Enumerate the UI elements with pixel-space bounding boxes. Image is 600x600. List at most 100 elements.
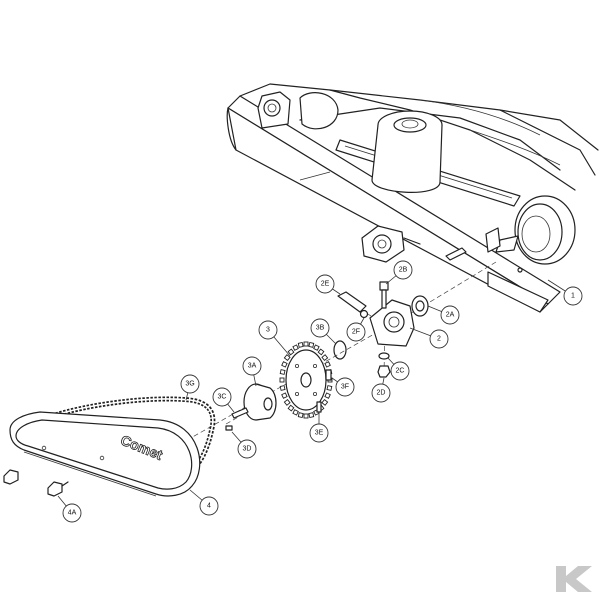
callout-circle-c3f <box>335 377 355 397</box>
callout-label-c4a: 4A <box>68 510 77 517</box>
sprocket-tooth <box>308 341 315 348</box>
callout-circle-c3g <box>180 374 200 394</box>
callout-circle-c2e <box>315 274 335 294</box>
sprocket-tooth <box>303 413 309 419</box>
callout-c3: 3 <box>258 320 278 340</box>
sprocket-tooth <box>324 361 331 368</box>
sprocket-tooth <box>313 344 320 351</box>
callout-c4: 4 <box>199 496 219 516</box>
callout-circle-c2 <box>429 329 449 349</box>
bearing-assembly-2 <box>369 299 415 347</box>
sprocket-tooth <box>292 344 299 351</box>
callout-circle-c3e <box>309 423 329 443</box>
callout-label-c2c: 2C <box>396 368 405 375</box>
sprocket-tooth <box>297 412 304 419</box>
callout-labels: 1 2 2A 2B 2C 2D 2E 2F 3 3A 3B 3C 3D 3E 3F 3G 4 4A <box>62 260 583 523</box>
callout-c2c: 2C <box>390 361 410 381</box>
callout-c2a: 2A <box>440 305 460 325</box>
k-logo-watermark <box>556 566 592 592</box>
bolt-3e <box>316 401 322 413</box>
callout-circle-c3d <box>237 439 257 459</box>
callout-label-c3b: 3B <box>316 325 325 332</box>
callout-c3e: 3E <box>309 423 329 443</box>
callout-label-c3f: 3F <box>341 384 349 391</box>
sprocket-tooth <box>297 341 304 348</box>
sprocket-tooth <box>324 392 331 399</box>
callout-c3f: 3F <box>335 377 355 397</box>
callout-label-c3a: 3A <box>248 363 257 370</box>
callout-circle-c2d <box>371 383 391 403</box>
callout-label-c2d: 2D <box>377 390 386 397</box>
callout-c2f: 2F <box>346 322 366 342</box>
callout-label-c3d: 3D <box>243 446 252 453</box>
callout-circle-c3a <box>242 356 262 376</box>
rear-hub <box>495 195 576 265</box>
callout-c2: 2 <box>429 329 449 349</box>
sprocket-tooth <box>279 377 285 383</box>
callout-c3a: 3A <box>242 356 262 376</box>
sprocket-tooth <box>281 361 288 368</box>
callout-c3g: 3G <box>180 374 200 394</box>
sprocket-tooth <box>279 385 286 391</box>
snap-ring-3b <box>333 340 347 360</box>
callout-label-c2e: 2E <box>321 281 330 288</box>
screw-4a-left <box>3 469 19 485</box>
key-3c <box>231 407 249 419</box>
callout-label-c2b: 2B <box>399 267 408 274</box>
sprocket-tooth <box>326 385 333 391</box>
sprocket-3 <box>279 341 333 419</box>
sprocket-tooth <box>279 369 286 375</box>
sprocket-tooth <box>281 392 288 399</box>
sprocket-tooth <box>283 354 291 362</box>
callout-c2b: 2B <box>393 260 413 280</box>
callout-circle-c3b <box>310 318 330 338</box>
callout-c1: 1 <box>563 286 583 306</box>
callout-circle-c2c <box>390 361 410 381</box>
callout-circle-c3c <box>212 387 232 407</box>
callout-label-c2: 2 <box>437 336 441 343</box>
hub-3a <box>243 383 277 421</box>
callout-c3b: 3B <box>310 318 330 338</box>
bolt-3f <box>325 369 332 381</box>
callout-label-c3e: 3E <box>315 430 324 437</box>
sprocket-tooth <box>283 398 291 406</box>
sprocket-tooth <box>287 404 295 412</box>
chain-guard-4: Comet <box>9 411 201 497</box>
sprocket-tooth <box>308 412 315 419</box>
washer-2c <box>378 352 390 360</box>
sprocket-tooth <box>303 341 309 347</box>
frame-assembly <box>226 83 599 313</box>
washer-2f <box>359 309 369 319</box>
callout-label-c4: 4 <box>207 503 211 510</box>
callout-label-c3c: 3C <box>218 394 227 401</box>
drive-chain-3g <box>51 396 216 473</box>
sprocket-tooth <box>287 348 295 356</box>
callout-c2e: 2E <box>315 274 335 294</box>
sprocket-tooth <box>321 354 329 362</box>
bolt-2e <box>337 291 367 313</box>
callout-label-c2a: 2A <box>446 312 455 319</box>
callout-label-c3: 3 <box>266 327 270 334</box>
callout-circle-c3 <box>258 320 278 340</box>
callout-label-c1: 1 <box>571 293 575 300</box>
sprocket-tooth <box>292 409 299 416</box>
sprocket-tooth <box>321 398 329 406</box>
nut-2d <box>377 365 391 378</box>
callout-circle-c4a <box>62 503 82 523</box>
top-bearing-bracket <box>257 91 291 129</box>
callout-circle-c1 <box>563 286 583 306</box>
setscrew-3d <box>225 425 233 431</box>
callout-circle-c2b <box>393 260 413 280</box>
callout-circle-c2f <box>346 322 366 342</box>
callout-c3d: 3D <box>237 439 257 459</box>
screw-4a-right <box>47 481 69 497</box>
rail-bearing <box>361 225 421 263</box>
sprocket-tooth <box>317 348 325 356</box>
callout-c4a: 4A <box>62 503 82 523</box>
bolt-2b <box>379 281 389 309</box>
callout-c3c: 3C <box>212 387 232 407</box>
collar-2a <box>411 295 429 317</box>
callout-c2d: 2D <box>371 383 391 403</box>
callout-label-c2f: 2F <box>352 329 360 336</box>
